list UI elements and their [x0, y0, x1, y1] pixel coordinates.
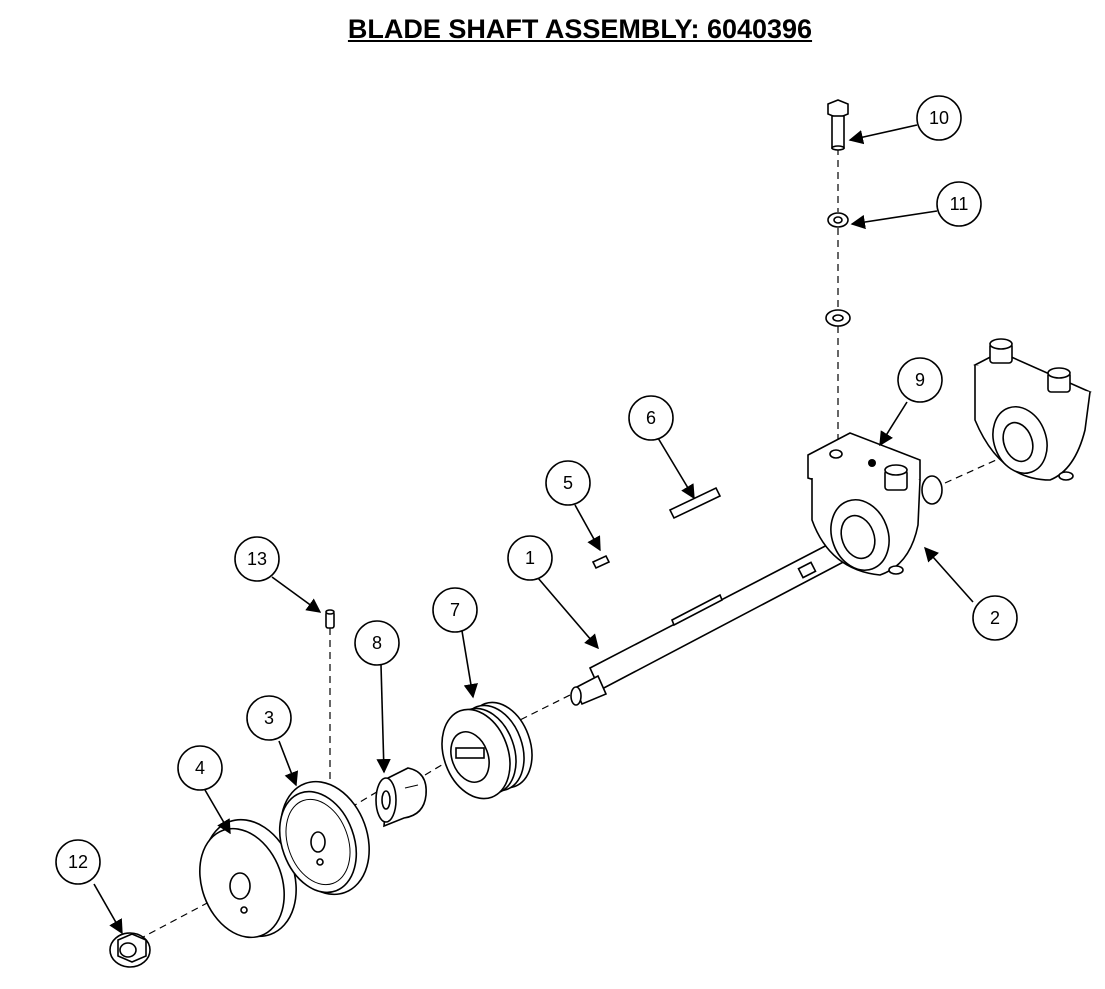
callout-4: 4 — [177, 745, 223, 791]
flange-nut-part — [109, 932, 151, 968]
flat-washer-part — [825, 309, 851, 327]
callout-11: 11 — [936, 181, 982, 227]
svg-text:9: 9 — [915, 370, 925, 390]
blade-disc-part — [278, 780, 370, 896]
callout-1: 1 — [507, 535, 553, 581]
svg-text:1: 1 — [525, 548, 535, 568]
lock-washer-part — [827, 212, 849, 228]
taper-bushing-part — [375, 767, 427, 828]
hex-bolt-part — [827, 99, 849, 151]
callout-8: 8 — [354, 620, 400, 666]
pillow-block-bearing-part — [807, 432, 943, 576]
diagram-title: BLADE SHAFT ASSEMBLY: 6040396 — [347, 14, 813, 44]
svg-text:10: 10 — [929, 108, 949, 128]
sheave-pulley-part — [441, 701, 533, 800]
callout-5: 5 — [545, 460, 591, 506]
leader-lines — [93, 124, 974, 935]
svg-text:2: 2 — [990, 608, 1000, 628]
svg-text:7: 7 — [450, 600, 460, 620]
callout-13: 13 — [234, 536, 280, 582]
callout-9: 9 — [897, 357, 943, 403]
small-key-part — [591, 554, 611, 570]
svg-text:5: 5 — [563, 473, 573, 493]
svg-text:3: 3 — [264, 708, 274, 728]
rear-pillow-block-part — [973, 338, 1092, 481]
callout-7: 7 — [432, 587, 478, 633]
callout-6: 6 — [628, 395, 674, 441]
svg-text:6: 6 — [646, 408, 656, 428]
blade-shaft-part — [570, 526, 872, 706]
callout-3: 3 — [246, 695, 292, 741]
svg-text:4: 4 — [195, 758, 205, 778]
long-key-part — [668, 486, 722, 520]
callout-10: 10 — [916, 95, 962, 141]
callout-2: 2 — [972, 595, 1018, 641]
outer-disc-part — [199, 818, 297, 939]
set-screw-part — [325, 609, 335, 629]
callout-12: 12 — [55, 839, 101, 885]
svg-text:8: 8 — [372, 633, 382, 653]
svg-text:13: 13 — [247, 549, 267, 569]
svg-text:12: 12 — [68, 852, 88, 872]
svg-text:11: 11 — [950, 194, 969, 214]
